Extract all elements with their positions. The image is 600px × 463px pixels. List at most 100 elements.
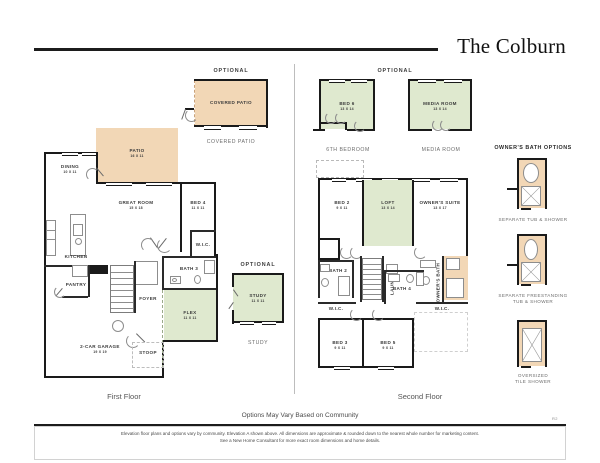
- room-label-study: STUDY 11 x 11: [249, 293, 266, 303]
- ff-wall-kitchen-bot: [44, 265, 88, 267]
- room-label-bed5: BED 5 9 x 11: [380, 340, 395, 350]
- sf-wall-top-d: [398, 178, 412, 181]
- patio-dim: 16 x 11: [130, 153, 144, 158]
- caption-6th-bedroom: 6th BEDROOM: [326, 147, 370, 153]
- sf-wall-top-a: [318, 178, 332, 181]
- obo3-wall-bot: [521, 366, 531, 368]
- media-door-arc-a: [432, 119, 444, 131]
- study-fill: [233, 274, 283, 322]
- room-label-great-room: GREAT ROOM 15 x 18: [119, 200, 154, 210]
- ff-wall-bed4-top: [180, 182, 216, 185]
- ff-patio-window-1: [106, 182, 132, 187]
- optional-covered-patio-plan: COVERED PATIO: [181, 78, 271, 130]
- sf-wall-right-upper: [466, 178, 469, 270]
- revision-marker: R2: [552, 416, 558, 421]
- media-wall-b2: [448, 129, 472, 132]
- optional-covered-patio-label: OPTIONAL: [213, 68, 249, 74]
- sf-wall-loft-right: [412, 180, 415, 246]
- footer-rule: [34, 424, 566, 427]
- disclaimer-line-1: Elevation floor plans and options vary b…: [120, 431, 480, 436]
- sf-wall-wic-right-bot: [416, 302, 468, 304]
- study-text: STUDY: [249, 293, 267, 298]
- caption-owners-bath-option-2: SEPARATE FREESTANDING TUB & SHOWER: [498, 293, 567, 305]
- staircase-second: [362, 258, 382, 300]
- foyer-text: FOYER: [139, 296, 157, 301]
- sf-wall-left-lower: [318, 320, 321, 368]
- bed6-wall-t1: [319, 79, 329, 82]
- bed2-door-arc: [340, 246, 353, 259]
- sf-wall-laundry-right: [382, 256, 384, 302]
- obo2-wall-left: [517, 235, 519, 285]
- ff-wall-right-upper: [214, 182, 217, 256]
- bath3-toilet: [194, 275, 201, 284]
- ff-patio-window-2: [146, 182, 172, 187]
- kitchen-fridge: [72, 265, 88, 277]
- media-window-2: [444, 79, 462, 84]
- header-rule: [34, 48, 438, 51]
- room-label-wic-right: W.I.C.: [435, 306, 450, 311]
- ff-wall-foyer-left: [134, 261, 136, 313]
- great-room-dim: 15 x 18: [129, 205, 143, 210]
- obo3-wall-right: [545, 321, 547, 367]
- optional-bed6-plan: BED 6 13 x 14: [313, 78, 379, 140]
- obo2-wall-bot: [521, 284, 531, 286]
- dining-text: DINING: [60, 164, 80, 169]
- study-wall-l1: [232, 273, 235, 287]
- room-label-covered-patio: COVERED PATIO: [210, 100, 252, 105]
- study-window-1: [240, 321, 254, 326]
- ff-wall-bath3-bot: [162, 288, 216, 290]
- loft-fill: [364, 180, 412, 246]
- foyer-fixture: [112, 320, 124, 332]
- bed3-text: BED 3: [332, 340, 348, 345]
- obo1-wall-top: [517, 158, 547, 160]
- caption-media-room: MEDIA ROOM: [421, 147, 461, 153]
- sf-wall-bot-c: [394, 366, 414, 369]
- patio-wall-right: [266, 80, 268, 128]
- optional-media-room-plan: MEDIA ROOM 13 x 14: [406, 78, 476, 140]
- sf-wall-bath4-left: [384, 270, 386, 304]
- ff-patio-wall-b: [132, 182, 146, 185]
- ff-wall-wic-top: [190, 230, 216, 232]
- bed6-window-2: [351, 79, 367, 84]
- obo1-wall-bot: [521, 208, 531, 210]
- room-label-bed2: BED 2 9 x 11: [334, 200, 349, 210]
- media-wall-right: [470, 79, 473, 131]
- sf-wall-bath2-top: [318, 260, 354, 262]
- wic-ff-text: W.I.C.: [195, 242, 211, 247]
- ff-wall-flex-bot: [162, 340, 218, 343]
- obo1-wall-left: [517, 159, 519, 209]
- bed3-door-arc: [350, 308, 363, 321]
- owners-bath-option-3: [513, 316, 553, 368]
- owners-bath-option-2: [507, 234, 553, 286]
- bath2-tub: [338, 276, 350, 296]
- obo3-cap-line1: OVERSIZED: [517, 373, 549, 378]
- bath2-vanity: [320, 264, 330, 272]
- media-room-text: MEDIA ROOM: [423, 101, 457, 106]
- media-wall-left: [408, 79, 411, 131]
- patio-fill: [96, 128, 178, 184]
- sf-wall-loft-left: [362, 180, 365, 246]
- bath2-toilet: [321, 278, 329, 287]
- bed3-dim: 9 x 11: [334, 345, 346, 350]
- sf-wall-top-c: [372, 178, 382, 181]
- loft-door-arc: [350, 246, 363, 259]
- ff-patio-wall-c: [172, 182, 180, 185]
- room-label-loft: LOFT 13 x 14: [381, 200, 394, 210]
- study-wall-right: [282, 273, 285, 323]
- sf-wall-bed2-bot: [318, 258, 340, 261]
- study-wall-b2: [254, 321, 262, 324]
- patio-window-2: [239, 124, 257, 130]
- bath4-toilet: [406, 274, 414, 283]
- owners-bath-shower: [446, 278, 464, 298]
- ff-wall-block: [88, 265, 108, 274]
- hall-door-arc-1: [157, 238, 172, 253]
- room-label-pantry: PANTRY: [66, 282, 86, 287]
- hall-door-arc-2: [141, 238, 155, 252]
- obo1-tub: [523, 163, 539, 183]
- loft-text: LOFT: [381, 200, 395, 205]
- media-room-dim: 13 x 14: [433, 106, 447, 111]
- first-floor-plan: PATIO 16 x 11 DINING 10 x 11 GREAT ROOM …: [44, 128, 284, 379]
- sf-owner-window-2: [440, 178, 458, 183]
- ff-wall-top-a: [44, 152, 62, 155]
